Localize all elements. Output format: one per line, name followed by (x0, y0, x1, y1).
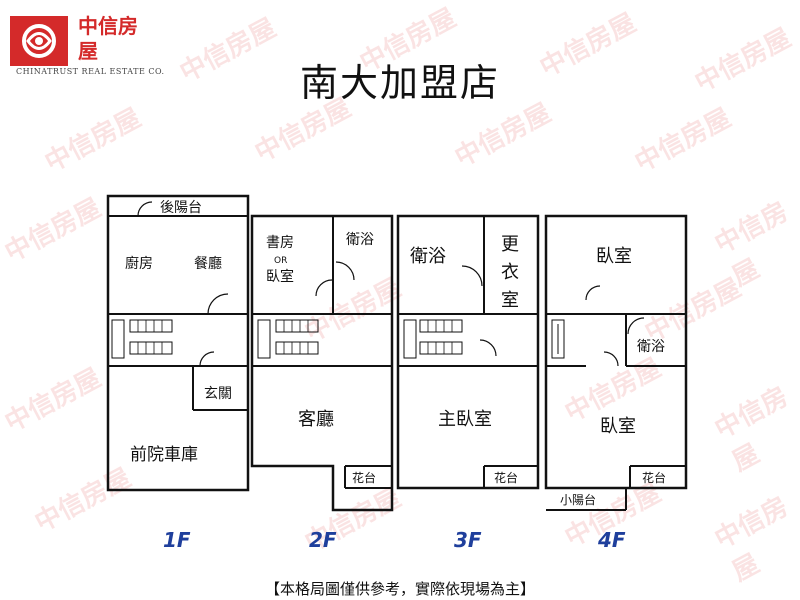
brand-name-zh: 中信房屋 (78, 14, 138, 63)
floor-plan-4f (544, 214, 688, 511)
floor-plan-2f (250, 214, 394, 512)
room-label-2f-study: 書房 (266, 235, 294, 251)
room-label-3f-closet-3: 室 (501, 290, 519, 311)
brand-name-en: CHINATRUST REAL ESTATE CO. (16, 67, 165, 76)
floor-label-3f: 3F (454, 528, 482, 552)
room-label-2f-bedroom: 臥室 (266, 268, 294, 285)
room-label-3f-bath: 衛浴 (410, 246, 446, 267)
room-label-3f-master-bedroom: 主臥室 (438, 409, 492, 430)
room-label-4f-bath: 衛浴 (637, 339, 665, 355)
room-label-1f-dining: 餐廳 (194, 255, 222, 272)
room-label-1f-entry: 玄關 (204, 385, 232, 402)
room-label-3f-planter: 花台 (494, 470, 518, 485)
room-label-1f-garage: 前院車庫 (130, 445, 198, 465)
floor-plan-3f (396, 214, 540, 490)
brand-logo: 中信房屋 CHINATRUST REAL ESTATE CO. (10, 8, 170, 78)
room-label-3f-closet-2: 衣 (501, 262, 519, 283)
floor-label-2f: 2F (309, 528, 337, 552)
room-label-2f-or: OR (274, 256, 287, 266)
room-label-2f-planter: 花台 (352, 470, 376, 485)
room-label-1f-kitchen: 廚房 (125, 255, 153, 272)
floor-label-1f: 1F (163, 528, 191, 552)
room-label-1f-back-balcony: 後陽台 (160, 200, 202, 216)
room-label-2f-living: 客廳 (298, 409, 334, 430)
room-label-2f-bath: 衛浴 (346, 232, 374, 248)
room-label-4f-small-balcony: 小陽台 (560, 492, 596, 507)
room-label-3f-closet-1: 更 (501, 234, 519, 255)
disclaimer-text: 【本格局圖僅供參考，實際依現場為主】 (264, 580, 535, 598)
floor-plan-1f (106, 194, 250, 492)
page-title: 南大加盟店 (299, 61, 500, 105)
logo-icon (10, 16, 68, 66)
room-label-4f-bedroom-front: 臥室 (596, 246, 632, 267)
floor-label-4f: 4F (597, 528, 626, 552)
room-label-4f-bedroom-back: 臥室 (600, 416, 636, 437)
room-label-4f-planter: 花台 (642, 470, 666, 485)
